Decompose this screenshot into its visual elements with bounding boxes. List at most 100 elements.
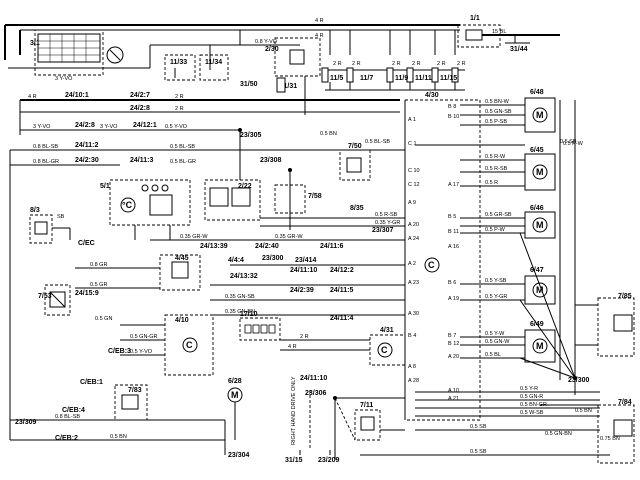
svg-text:0.5 GN-W: 0.5 GN-W <box>485 339 510 345</box>
svg-text:M: M <box>536 220 544 230</box>
conn-4-4: 4/4:4 <box>228 257 244 264</box>
svg-text:A 24: A 24 <box>408 236 419 242</box>
wire-4r-top: 4 R <box>315 18 324 24</box>
fan-7-84: 7/84 0.75 BN <box>597 399 635 464</box>
ref-23-209: 23/309 <box>15 419 37 426</box>
svg-text:A 17: A 17 <box>448 182 459 188</box>
conn-24-10-1: 24/10:1 <box>65 92 89 99</box>
svg-text:B 6: B 6 <box>448 280 456 286</box>
component-4-30: 4/30 C B 8 B 10 A 1 C 1 C 10 C 12 A 17 A… <box>404 92 481 421</box>
svg-text:0.5 GN-R: 0.5 GN-R <box>520 394 543 400</box>
svg-text:0.35 GN-BN: 0.35 GN-BN <box>225 309 255 315</box>
svg-text:0.5 BN-GR: 0.5 BN-GR <box>520 402 547 408</box>
svg-text:2 R: 2 R <box>300 334 309 340</box>
svg-text:M: M <box>536 341 544 351</box>
svg-text:4/31: 4/31 <box>380 327 394 334</box>
svg-text:0.8 BL-SB: 0.8 BL-SB <box>55 414 80 420</box>
svg-text:6/46: 6/46 <box>530 205 544 212</box>
motor-6-46: M 6/46 <box>524 205 556 239</box>
wire-15bl: 15 BL <box>492 29 506 35</box>
component-4-10: C 4/10 0.5 GN 0.5 GN-GR 0.5 Y-VO C/EB:3 <box>95 314 214 376</box>
ground-refs: 23/304 31/15 23/209 <box>228 450 340 464</box>
svg-text:23/308: 23/308 <box>260 157 282 164</box>
conn-c-eb4: C/EB:4 <box>62 407 85 414</box>
component-11-34: 11/34 <box>199 54 229 81</box>
svg-text:0.5 Y-VO: 0.5 Y-VO <box>130 349 153 355</box>
svg-text:0.5 P-W: 0.5 P-W <box>485 227 506 233</box>
svg-text:0.5 GR-SB: 0.5 GR-SB <box>485 212 512 218</box>
svg-text:2 R: 2 R <box>457 61 466 67</box>
svg-text:B 12: B 12 <box>448 341 459 347</box>
fuse-11-7: 11/7 <box>360 75 373 82</box>
ref-11-31: 11/31 <box>280 83 297 90</box>
conn-24-2-8: 24/2:8 <box>130 105 150 112</box>
svg-text:0.5 BN: 0.5 BN <box>110 434 127 440</box>
svg-text:0.35 Y-GR: 0.35 Y-GR <box>375 220 400 226</box>
svg-text:7/83: 7/83 <box>128 387 142 394</box>
svg-text:0.5 W-SB: 0.5 W-SB <box>520 410 544 416</box>
svg-text:SB: SB <box>57 214 65 220</box>
component-3-1: 3/1 3 Y-VO <box>8 29 210 82</box>
conn-24-11-3: 24/11:3 <box>130 157 153 164</box>
svg-text:8/35: 8/35 <box>350 205 364 212</box>
svg-text:2/30: 2/30 <box>265 46 279 53</box>
ref-23-416: 23/209 <box>318 457 340 464</box>
wire-08yvo: 0.8 Y-VO <box>255 39 278 45</box>
svg-text:5/1: 5/1 <box>100 183 110 190</box>
svg-text:B 4: B 4 <box>408 333 416 339</box>
motor-6-49: M 6/49 <box>524 321 556 363</box>
svg-text:0.5 BN-W: 0.5 BN-W <box>485 99 510 105</box>
svg-text:0.5 Y-R: 0.5 Y-R <box>520 386 538 392</box>
ref-31-15: 31/15 <box>285 457 303 464</box>
svg-text:17/10: 17/10 <box>240 311 258 318</box>
svg-text:2/22: 2/22 <box>238 183 252 190</box>
svg-text:A 16: A 16 <box>448 244 459 250</box>
svg-text:C 10: C 10 <box>408 168 420 174</box>
svg-text:0.8 GR: 0.8 GR <box>90 262 107 268</box>
svg-text:B 7: B 7 <box>448 333 456 339</box>
svg-text:7/53: 7/53 <box>38 293 52 300</box>
svg-text:0.35 GR-W: 0.35 GR-W <box>275 234 303 240</box>
conn-24-11-2: 24/11:2 <box>75 142 98 149</box>
svg-text:0.5 R-W: 0.5 R-W <box>485 154 506 160</box>
component-7-11: 7/11 0.5 SB 0.5 SB 0.5 GN-BN <box>354 402 610 456</box>
conn-24-11-10: 24/11:10 <box>290 267 317 274</box>
svg-text:A 10: A 10 <box>448 388 459 394</box>
svg-text:2 R: 2 R <box>437 61 446 67</box>
svg-text:0.5 BL-GR: 0.5 BL-GR <box>170 159 196 165</box>
component-7-53: 7/53 <box>38 284 71 316</box>
svg-text:B 8: B 8 <box>448 104 456 110</box>
svg-text:7/84: 7/84 <box>618 399 632 406</box>
ref-23-307: 23/307 <box>372 227 394 234</box>
component-8-3: 8/3 SB C/EC <box>29 207 95 247</box>
ref-23-414: 23/414 <box>295 257 317 264</box>
svg-text:7/85: 7/85 <box>618 293 632 300</box>
ecu-4-10-symbol: C <box>186 340 193 350</box>
fuse-row: 2 R 2 R 2 R 2 R 2 R 2 R 11/5 11/7 11/9 1… <box>321 29 466 91</box>
svg-text:0.5 Y-SB: 0.5 Y-SB <box>485 278 507 284</box>
svg-text:11/34: 11/34 <box>205 59 222 66</box>
svg-text:A 30: A 30 <box>408 311 419 317</box>
conn-24-2-39: 24/2:39 <box>290 287 314 294</box>
motor-6-48: M 6/48 <box>524 89 556 133</box>
svg-text:7/11: 7/11 <box>360 402 373 409</box>
svg-text:0.5 P-SB: 0.5 P-SB <box>485 119 507 125</box>
svg-text:C 1: C 1 <box>408 141 417 147</box>
mid-bus-wires: 0.8 BL-SB 24/11:2 0.8 BL-GR 24/2:30 24/1… <box>9 142 405 440</box>
component-5-1: °C 5/1 <box>100 179 191 240</box>
component-2-30: 2/30 31/50 11/31 <box>240 37 321 115</box>
svg-text:0.5 R-SB: 0.5 R-SB <box>485 166 508 172</box>
svg-text:B 10: B 10 <box>448 114 459 120</box>
svg-text:A 21: A 21 <box>448 396 459 402</box>
svg-text:C 12: C 12 <box>408 182 420 188</box>
svg-text:4/30: 4/30 <box>425 92 439 99</box>
ref-23-309: 23/304 <box>228 452 250 459</box>
svg-text:B 5: B 5 <box>448 214 456 220</box>
svg-text:A 19: A 19 <box>448 296 459 302</box>
left-bus: 4 R 24/10:1 24/2:7 2 R 24/2:8 2 R 3 Y-VO… <box>19 92 400 160</box>
motor-6-45: M 6/45 <box>524 147 556 191</box>
ecu-4-31-symbol: C <box>381 345 388 355</box>
svg-text:M: M <box>536 110 544 120</box>
conn-24-11-5: 24/11:5 <box>330 287 353 294</box>
component-17-10: 17/10 <box>239 311 281 341</box>
